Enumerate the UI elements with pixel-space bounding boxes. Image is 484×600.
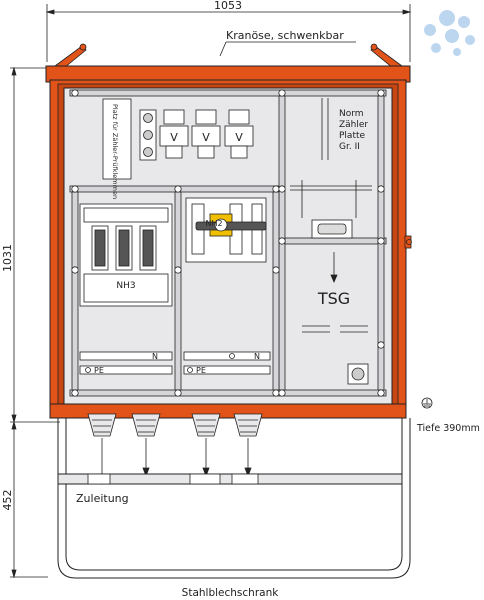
busbars	[79, 351, 271, 375]
busbar-terminals	[85, 353, 235, 373]
nh2-label: NH2	[205, 219, 222, 228]
crane-eye-pointer	[219, 41, 227, 57]
tsg-socket	[347, 363, 369, 385]
feed-label: Zuleitung	[76, 492, 129, 505]
meter-test-terminal-area	[102, 98, 132, 180]
crane-eye-left	[54, 43, 87, 69]
norm-line-1: Norm	[339, 109, 364, 119]
n-label-left: N	[152, 352, 158, 361]
crane-eye-right	[370, 43, 403, 69]
ventilation-slots	[302, 325, 368, 333]
height-dimension	[10, 66, 60, 579]
frame-bolts	[71, 89, 385, 397]
cabinet-height-value: 1031	[1, 244, 14, 272]
door-hinge	[404, 235, 412, 249]
cable-gland-3	[191, 413, 221, 437]
meter-test-terminal-text: Platz für Zähler-Prüfklemmen	[111, 104, 119, 199]
nh2-switch	[185, 197, 267, 263]
tsg-arrow	[330, 252, 338, 284]
base-clamps	[87, 473, 259, 485]
crane-eye-label: Kranöse, schwenkbar	[226, 29, 344, 42]
svg-text:V: V	[202, 131, 210, 144]
base-height-value: 452	[1, 490, 14, 511]
norm-line-2: Zähler	[339, 120, 368, 130]
cable-gland-2	[131, 413, 161, 437]
n-label-mid: N	[254, 352, 260, 361]
fuse-switch-3: V	[224, 109, 254, 159]
norm-meter-plate	[290, 98, 372, 239]
fuse-switch-2: V	[191, 109, 221, 159]
pe-label-left: PE	[94, 366, 104, 375]
tsg-label: TSG	[317, 289, 350, 308]
depth-label: Tiefe 390mm	[416, 423, 480, 434]
svg-text:V: V	[170, 131, 178, 144]
base-frame	[57, 418, 411, 579]
cable-gland-1	[87, 413, 117, 437]
small-fuse-block	[139, 109, 157, 161]
material-caption: Stahlblechschrank	[182, 587, 280, 599]
ground-symbol-icon	[421, 397, 433, 409]
norm-line-3: Platte	[339, 131, 366, 141]
nh3-fuse-switch	[79, 203, 173, 307]
nh3-label: NH3	[116, 281, 135, 291]
cable-gland-4	[233, 413, 263, 437]
norm-meter-label: Norm Zähler Platte Gr. II	[339, 109, 371, 152]
meter-test-terminal-label: Platz für Zähler-Prüfklemmen	[111, 104, 119, 199]
norm-line-4: Gr. II	[339, 142, 360, 152]
fuse-switch-1: V	[159, 109, 189, 159]
droplet-cluster-icon	[424, 10, 475, 56]
pe-label-mid: PE	[196, 366, 206, 375]
width-value: 1053	[214, 0, 242, 12]
width-dimension	[45, 4, 412, 62]
svg-text:V: V	[235, 131, 243, 144]
